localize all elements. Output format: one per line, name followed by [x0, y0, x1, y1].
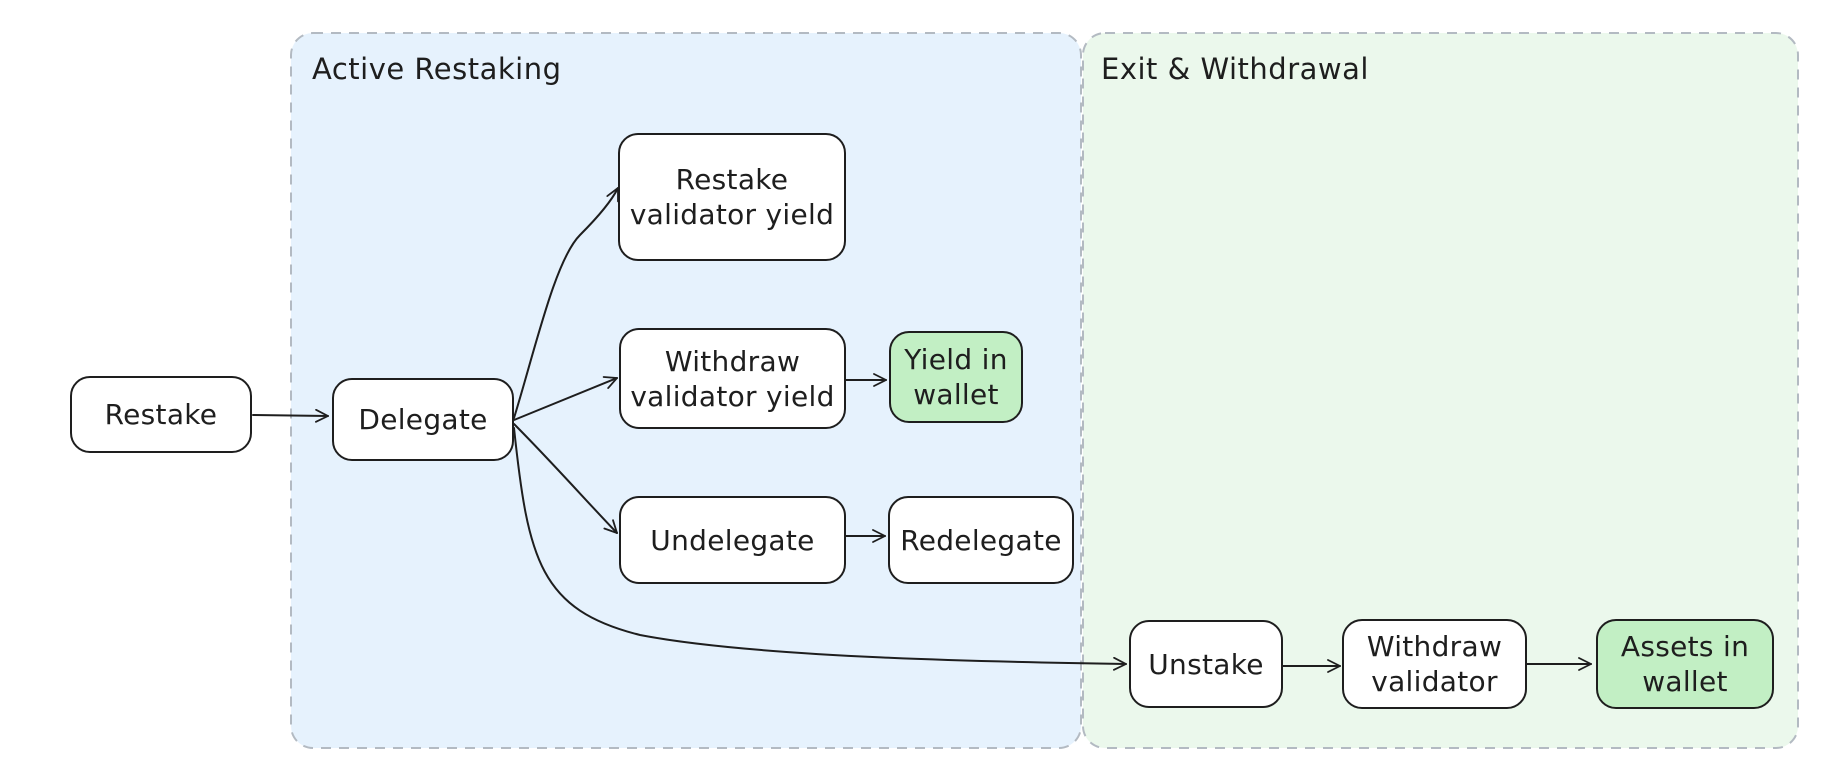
- group-exit-withdrawal: [1082, 32, 1799, 749]
- group-title-exit-withdrawal: Exit & Withdrawal: [1101, 52, 1369, 86]
- node-unstake[interactable]: Unstake: [1129, 620, 1283, 708]
- edge-delegate-unstake: [513, 427, 1127, 671]
- edge-delegate-restake-yield: [513, 187, 619, 419]
- group-title-active-restaking: Active Restaking: [312, 52, 562, 86]
- edge-delegate-withdraw-yield: [513, 376, 618, 421]
- edge-delegate-undelegate: [513, 423, 618, 534]
- node-yield-in-wallet[interactable]: Yield in wallet: [889, 331, 1023, 423]
- node-withdraw-validator[interactable]: Withdraw validator: [1342, 619, 1527, 709]
- node-assets-in-wallet[interactable]: Assets in wallet: [1596, 619, 1774, 709]
- node-delegate[interactable]: Delegate: [332, 378, 514, 461]
- node-undelegate[interactable]: Undelegate: [619, 496, 846, 584]
- node-restake-validator-yield[interactable]: Restake validator yield: [618, 133, 846, 261]
- edge-restake-delegate: [252, 408, 329, 423]
- node-redelegate[interactable]: Redelegate: [888, 496, 1074, 584]
- node-withdraw-validator-yield[interactable]: Withdraw validator yield: [619, 328, 846, 429]
- node-restake[interactable]: Restake: [70, 376, 252, 453]
